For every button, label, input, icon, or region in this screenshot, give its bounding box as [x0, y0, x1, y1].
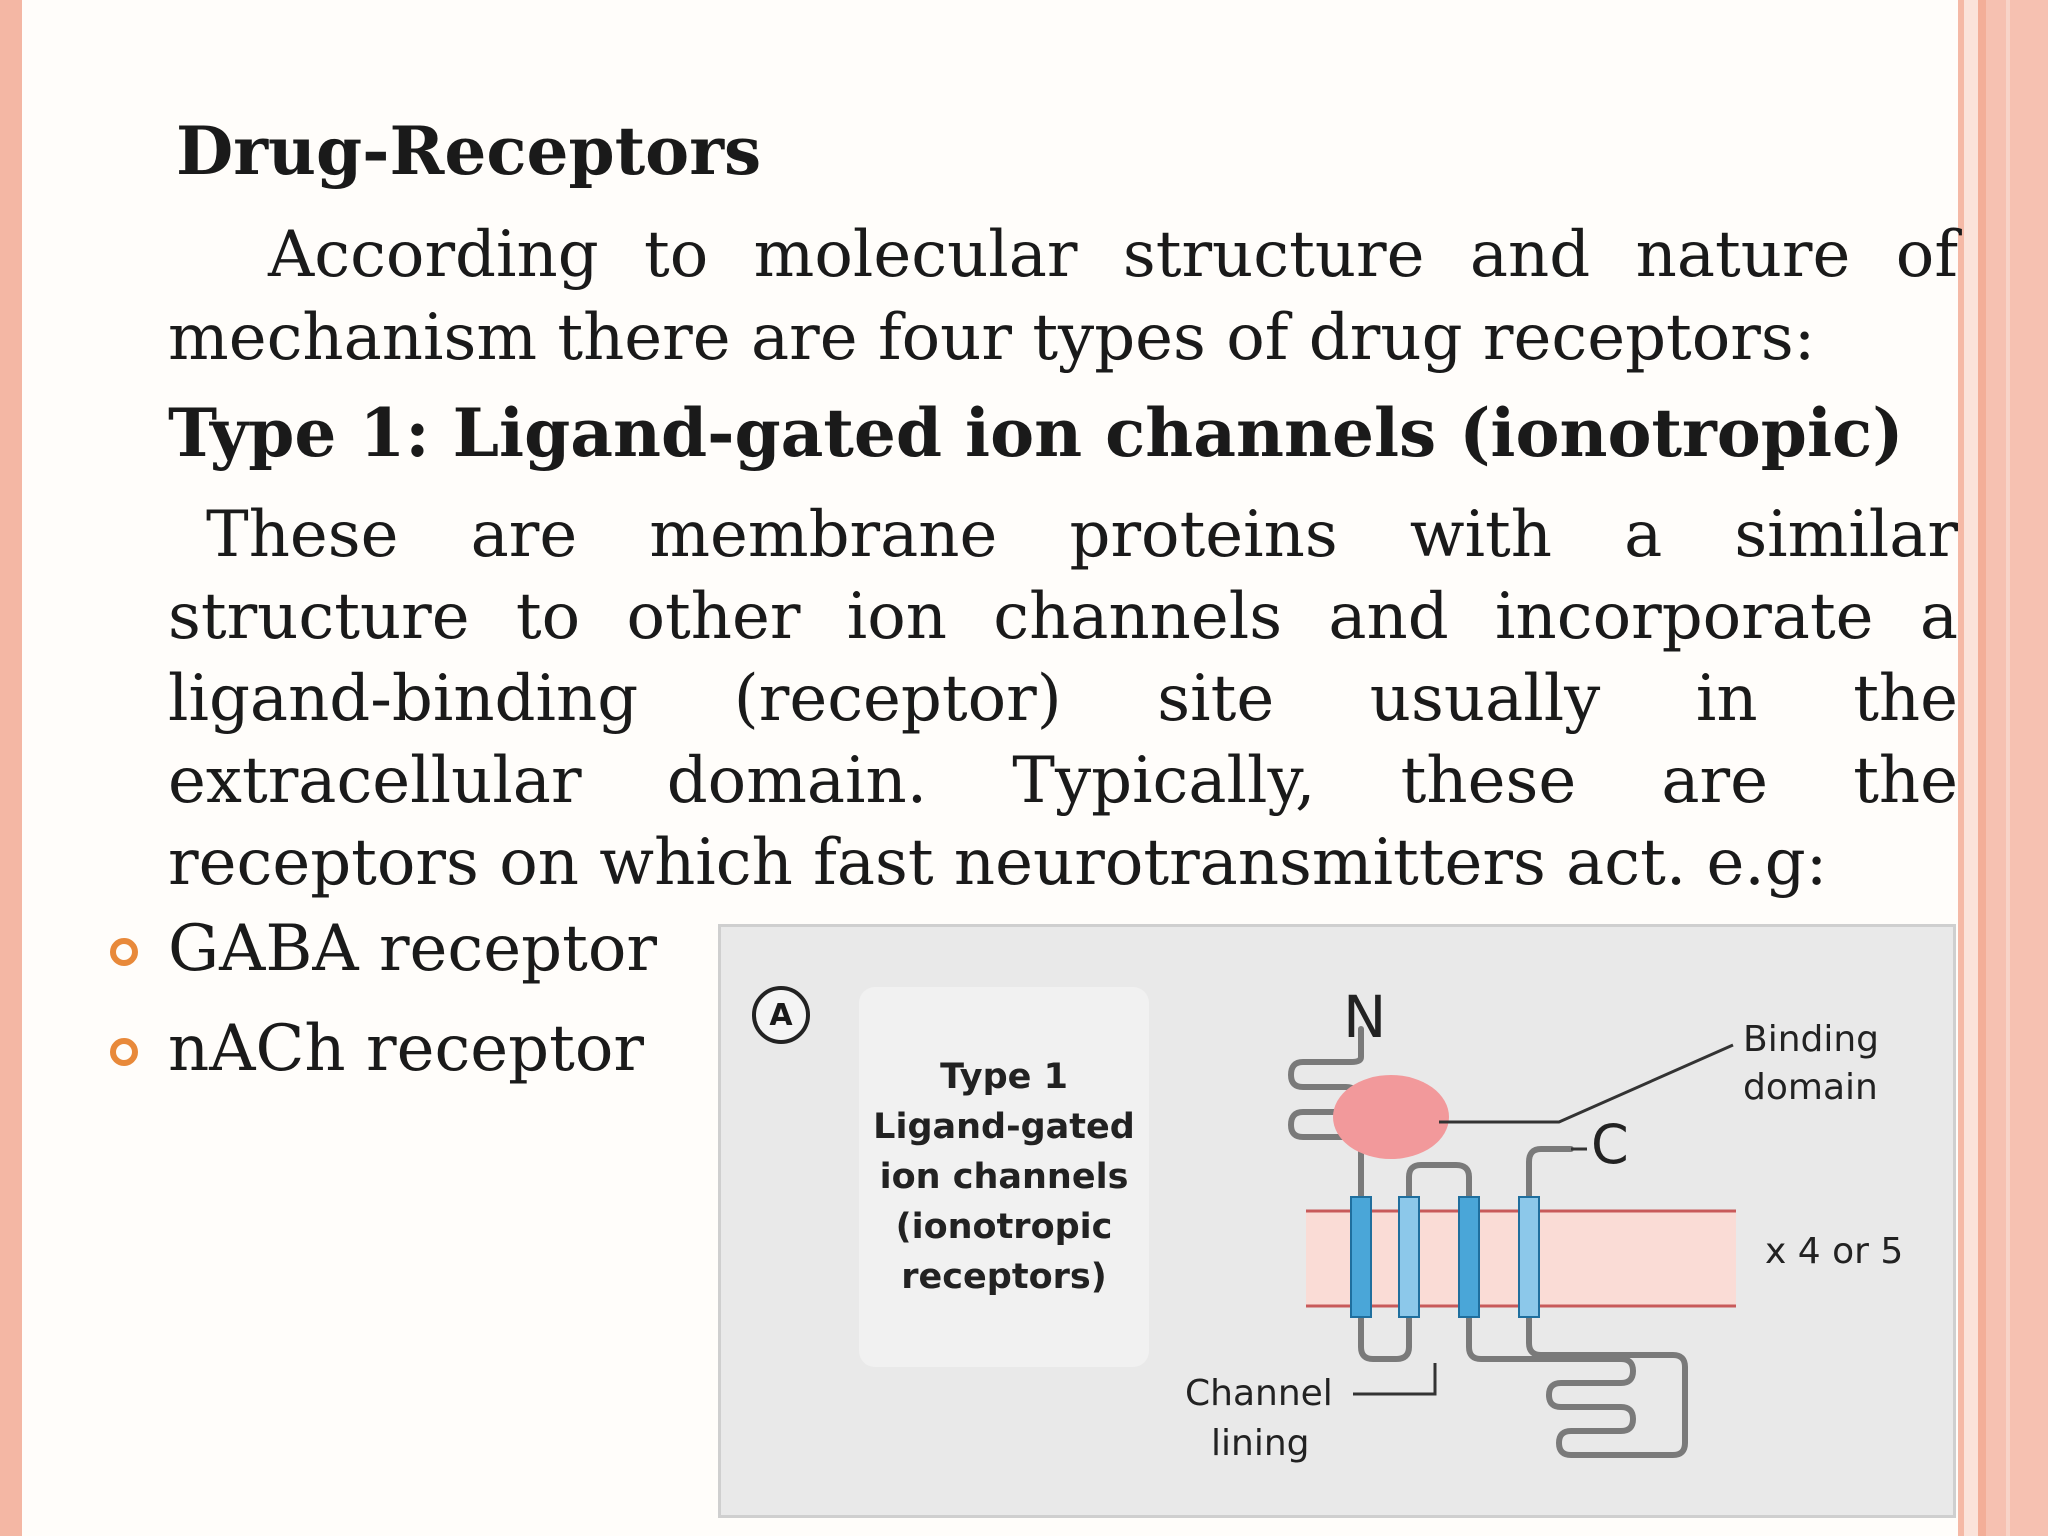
- right-border-band: [1964, 0, 1978, 1536]
- right-border-line: [1958, 0, 1964, 1536]
- panel-label: A: [752, 986, 810, 1044]
- channel-label-line2: lining: [1211, 1423, 1310, 1464]
- transmembrane-helix: [1518, 1196, 1540, 1318]
- list-item-label: GABA receptor: [168, 912, 657, 986]
- receptor-svg: N C Binding domain x 4 or 5 Channel lini…: [1185, 983, 1903, 1464]
- bullet-circle-icon: [110, 938, 138, 966]
- channel-leader-line: [1353, 1363, 1437, 1396]
- slide-title: Drug-Receptors: [176, 112, 762, 190]
- c-terminus-label: C: [1591, 1113, 1629, 1176]
- binding-label-line1: Binding: [1743, 1019, 1879, 1060]
- right-border-panel: [1986, 0, 2048, 1536]
- bullet-circle-icon: [110, 1038, 138, 1066]
- transmembrane-helix: [1398, 1196, 1420, 1318]
- type-box-line: receptors): [901, 1257, 1107, 1297]
- section-heading: Type 1: Ligand-gated ion channels (ionot…: [168, 394, 1904, 472]
- receptor-type-box: Type 1 Ligand-gated ion channels (ionotr…: [859, 987, 1149, 1367]
- type-box-line: (ionotropic: [895, 1207, 1113, 1247]
- multiplier-label: x 4 or 5: [1765, 1231, 1903, 1272]
- right-border-stripe: [1978, 0, 1986, 1536]
- receptor-diagram: A Type 1 Ligand-gated ion channels (iono…: [718, 924, 1956, 1518]
- description-paragraph: These are membrane proteins with a simil…: [168, 498, 1958, 900]
- type-box-line: Type 1: [940, 1057, 1068, 1097]
- right-border-highlight: [2006, 0, 2010, 1536]
- type-box-line: ion channels: [879, 1157, 1129, 1197]
- channel-label-line1: Channel: [1185, 1373, 1333, 1414]
- list-item-label: nACh receptor: [168, 1012, 644, 1086]
- transmembrane-helix: [1458, 1196, 1480, 1318]
- intro-paragraph: According to molecular structure and nat…: [168, 218, 1958, 375]
- binding-leader-line: [1439, 1043, 1734, 1124]
- transmembrane-helix: [1350, 1196, 1372, 1318]
- left-border-stripe: [0, 0, 22, 1536]
- binding-site: [1333, 1075, 1449, 1159]
- binding-label-line2: domain: [1743, 1067, 1878, 1108]
- type-box-line: Ligand-gated: [873, 1107, 1135, 1147]
- n-terminus-label: N: [1343, 983, 1386, 1051]
